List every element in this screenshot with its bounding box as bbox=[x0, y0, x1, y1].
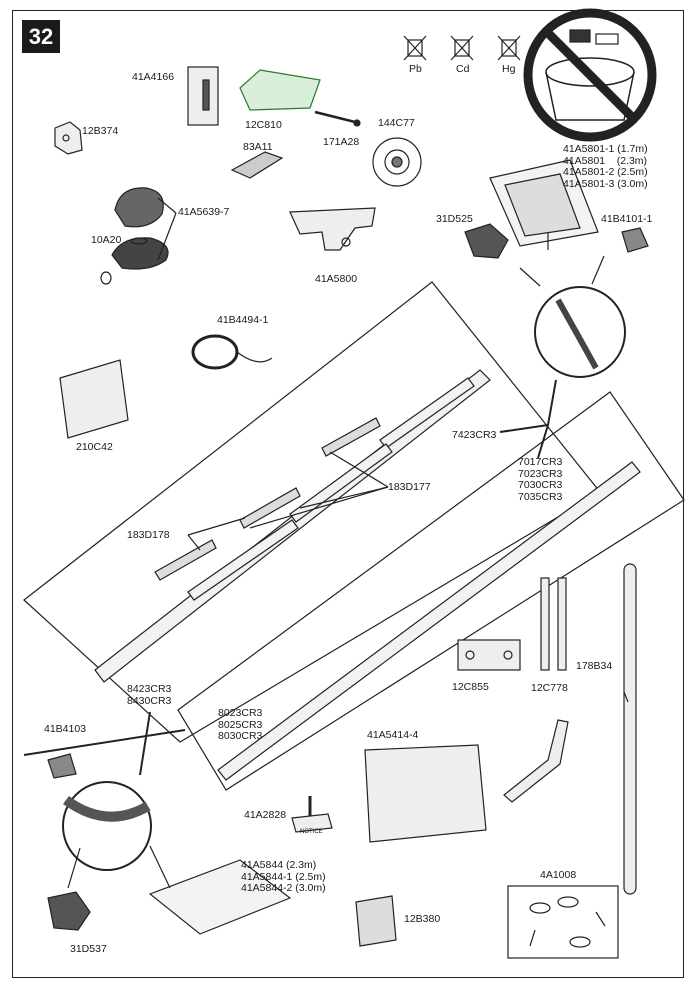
crossed-bin-hg-icon bbox=[497, 35, 521, 61]
label-41A5800: 41A5800 bbox=[315, 273, 358, 285]
belt-zoom-circle bbox=[62, 781, 152, 871]
label-183D178: 183D178 bbox=[127, 529, 170, 541]
page-frame bbox=[12, 10, 684, 978]
part-31D525-shape bbox=[464, 223, 509, 259]
rail-segment-2 bbox=[187, 519, 299, 601]
label-10A20: 10A20 bbox=[91, 234, 122, 246]
chain-length-item: 41A5801 (2.3m) bbox=[563, 154, 648, 167]
remote-bottom-shape bbox=[111, 237, 169, 270]
label-210C42: 210C42 bbox=[76, 441, 113, 453]
part-41A5414-4-shape bbox=[364, 744, 487, 843]
label-31D537: 31D537 bbox=[70, 943, 107, 955]
label-183D177: 183D177 bbox=[388, 481, 431, 493]
label-41B4494-1: 41B4494-1 bbox=[217, 314, 269, 326]
label-12C810: 12C810 bbox=[245, 119, 282, 131]
chain-length-item: 41A5801-3 (3.0m) bbox=[563, 177, 648, 190]
part-83A11-shape bbox=[230, 151, 284, 179]
chain-rail-long bbox=[217, 461, 641, 781]
o-ring-shape bbox=[100, 271, 112, 285]
part-12B374-shape bbox=[54, 121, 83, 155]
part-12C778-shape bbox=[540, 577, 567, 671]
label-41B4103: 41B4103 bbox=[44, 723, 87, 735]
label-31D525: 31D525 bbox=[436, 213, 473, 225]
chain-carton-shape bbox=[489, 159, 599, 247]
label-41A5639-7: 41A5639-7 bbox=[178, 206, 230, 218]
part-210C42-shape bbox=[59, 359, 129, 439]
label-7423CR3: 7423CR3 bbox=[452, 429, 497, 441]
part-10A20-shape bbox=[130, 237, 148, 245]
label-41A4166: 41A4166 bbox=[132, 71, 175, 83]
notice-tag-text: NOTICE bbox=[300, 829, 323, 835]
label-144C77: 144C77 bbox=[378, 117, 415, 129]
belt-rail-item: 8030CR3 bbox=[218, 730, 263, 742]
label-83A11: 83A11 bbox=[243, 141, 273, 153]
chain-length-list: 41A5801-1 (1.7m) 41A5801 (2.3m) 41A5801-… bbox=[563, 143, 648, 190]
belt-rail-item: 8023CR3 bbox=[218, 707, 263, 719]
label-178B34: 178B34 bbox=[576, 660, 613, 672]
label-12B374: 12B374 bbox=[82, 125, 119, 137]
belt-rail-item: 8430CR3 bbox=[127, 694, 172, 707]
page-number-badge: 32 bbox=[22, 20, 60, 53]
remote-top-shape bbox=[114, 187, 164, 228]
belt-rail-item: 8423CR3 bbox=[127, 683, 172, 695]
chain-rail-item: 7035CR3 bbox=[518, 490, 563, 503]
chain-zoom-circle bbox=[534, 286, 626, 378]
belt-rail-list-a: 8423CR3 8430CR3 bbox=[127, 683, 172, 707]
rail-segment-4 bbox=[289, 443, 393, 523]
part-12C855-shape bbox=[457, 639, 521, 671]
part-41B4101-1-shape bbox=[621, 227, 649, 253]
chain-length-item: 41A5801-1 (1.7m) bbox=[563, 143, 648, 155]
curved-bracket-shape bbox=[503, 719, 569, 803]
part-41B4103-shape bbox=[47, 753, 77, 779]
chain-rail-item: 7030CR3 bbox=[518, 479, 563, 491]
crossed-bin-cd-icon bbox=[450, 35, 474, 61]
chain-rail-kit-box bbox=[177, 391, 685, 791]
chain-rail-item: 7017CR3 bbox=[518, 456, 563, 468]
crossed-bin-pb-icon bbox=[403, 35, 427, 61]
part-144C77-shape bbox=[372, 137, 422, 187]
connector-183D178-a bbox=[154, 539, 217, 581]
cd-label: Cd bbox=[456, 63, 470, 75]
chain-length-item: 41A5801-2 (2.5m) bbox=[563, 166, 648, 178]
part-31D537-shape bbox=[47, 891, 91, 931]
no-battery-disposal-icon bbox=[523, 8, 657, 142]
part-12C810-shape bbox=[239, 69, 321, 111]
part-171A28-shape bbox=[314, 110, 361, 127]
connector-183D178-c bbox=[321, 417, 381, 457]
belt-length-item: 41A5844-2 (3.0m) bbox=[241, 882, 326, 894]
part-178B34-shape bbox=[623, 563, 637, 895]
part-41A2828-shape bbox=[291, 796, 333, 833]
label-171A28: 171A28 bbox=[323, 136, 360, 148]
label-12C778: 12C778 bbox=[531, 682, 568, 694]
chain-rail-item: 7023CR3 bbox=[518, 467, 563, 480]
part-12B380-shape bbox=[355, 895, 397, 947]
belt-length-item: 41A5844-1 (2.5m) bbox=[241, 870, 326, 883]
label-4A1008: 4A1008 bbox=[540, 869, 577, 881]
part-41A5800-shape bbox=[289, 207, 376, 251]
label-12C855: 12C855 bbox=[452, 681, 489, 693]
belt-carton-shape bbox=[148, 859, 292, 935]
part-41A4166-shape bbox=[187, 66, 219, 126]
pb-label: Pb bbox=[409, 63, 422, 75]
belt-rail-list-b: 8023CR3 8025CR3 8030CR3 bbox=[218, 707, 263, 743]
hg-label: Hg bbox=[502, 63, 516, 75]
chain-rail-list: 7017CR3 7023CR3 7030CR3 7035CR3 bbox=[518, 456, 563, 503]
part-4A1008-kit-shape bbox=[507, 885, 619, 959]
label-41A2828: 41A2828 bbox=[244, 809, 287, 821]
label-41A5414-4: 41A5414-4 bbox=[367, 729, 419, 741]
label-41B4101-1: 41B4101-1 bbox=[601, 213, 653, 225]
belt-rail-item: 8025CR3 bbox=[218, 718, 263, 731]
belt-length-item: 41A5844 (2.3m) bbox=[241, 859, 317, 871]
label-12B380: 12B380 bbox=[404, 913, 441, 925]
belt-length-list: 41A5844 (2.3m) 41A5844-1 (2.5m) 41A5844-… bbox=[241, 859, 326, 895]
part-41B4494-1-shape bbox=[191, 334, 273, 370]
connector-183D178-b bbox=[239, 487, 301, 529]
